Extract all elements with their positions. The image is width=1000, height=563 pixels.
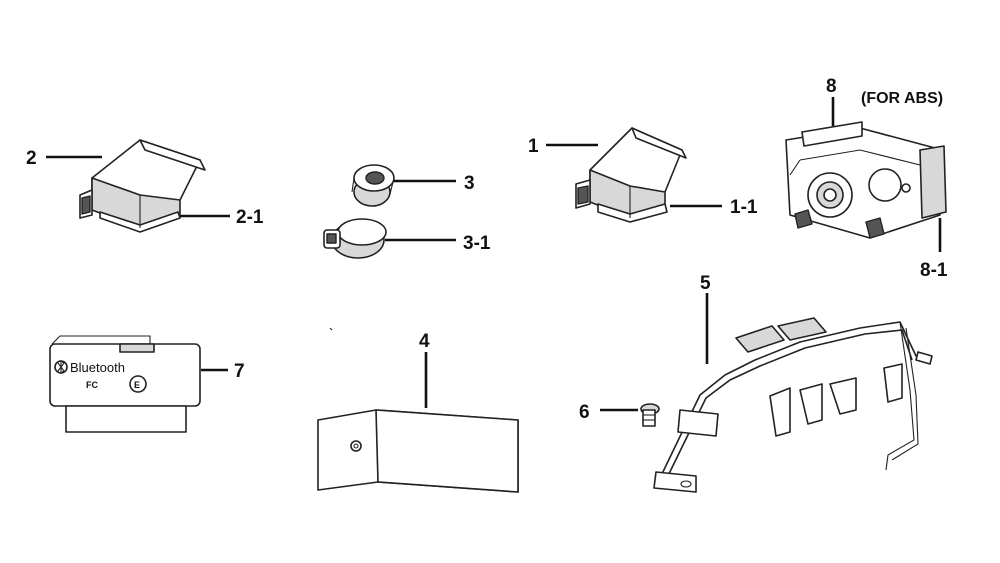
- callout-8-1: 8-1: [920, 260, 948, 281]
- bluetooth-brand-text: Bluetooth: [70, 360, 125, 375]
- callout-3-1: 3-1: [463, 233, 491, 254]
- bluetooth-module-part-7: [49, 335, 201, 433]
- relay-part-2: [79, 139, 206, 233]
- fcc-mark: FC: [86, 380, 98, 390]
- callout-8: 8: [826, 76, 837, 97]
- callout-7: 7: [234, 361, 245, 382]
- cover-part-4: [317, 327, 519, 493]
- callout-6: 6: [579, 402, 590, 423]
- relay-part-1: [575, 127, 687, 223]
- grommet-part-3: [351, 164, 395, 207]
- abs-unit-part-8: [785, 121, 947, 239]
- bracket-part-5: [653, 317, 933, 493]
- cap-part-3-1: [323, 218, 387, 259]
- callout-1-1: 1-1: [730, 197, 758, 218]
- ce-mark: E: [134, 380, 140, 390]
- callout-4: 4: [419, 331, 430, 352]
- abs-note: (FOR ABS): [861, 90, 943, 107]
- callout-1: 1: [528, 136, 539, 157]
- callout-5: 5: [700, 273, 711, 294]
- callout-2-1: 2-1: [236, 207, 264, 228]
- bolt-part-6: [640, 403, 660, 427]
- callout-2: 2: [26, 148, 37, 169]
- callout-3: 3: [464, 173, 475, 194]
